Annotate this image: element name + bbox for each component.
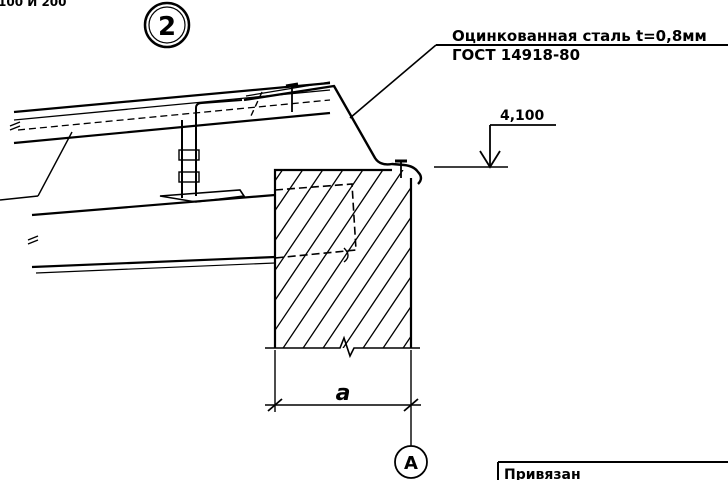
stamp-box: Привязан (497, 461, 728, 480)
material-note: Оцинкованная сталь t=0,8мм (452, 27, 707, 45)
corner-text: 100 И 200 (0, 0, 67, 9)
axis-marker: A (394, 445, 428, 479)
elevation-value: 4,100 (500, 108, 545, 124)
dimension-label: a (336, 381, 351, 406)
beam-connector (159, 99, 246, 203)
dimension-a: a (265, 350, 421, 446)
masonry-wall (265, 168, 420, 359)
standard-note: ГОСТ 14918-80 (452, 46, 580, 64)
leader-line (349, 44, 437, 119)
material-callout: Оцинкованная сталь t=0,8мм ГОСТ 14918-80 (349, 27, 728, 119)
detail-marker: 2 (143, 1, 191, 49)
left-leader-line (0, 195, 39, 201)
elevation-mark: 4,100 (434, 108, 556, 169)
flashing (243, 81, 423, 185)
upper-beam (9, 81, 331, 145)
detail-number: 2 (158, 12, 176, 42)
axis-label: A (404, 453, 418, 474)
left-leader-diagonal (37, 131, 73, 197)
lower-beam (27, 193, 276, 274)
stamp-text: Привязан (504, 467, 581, 480)
